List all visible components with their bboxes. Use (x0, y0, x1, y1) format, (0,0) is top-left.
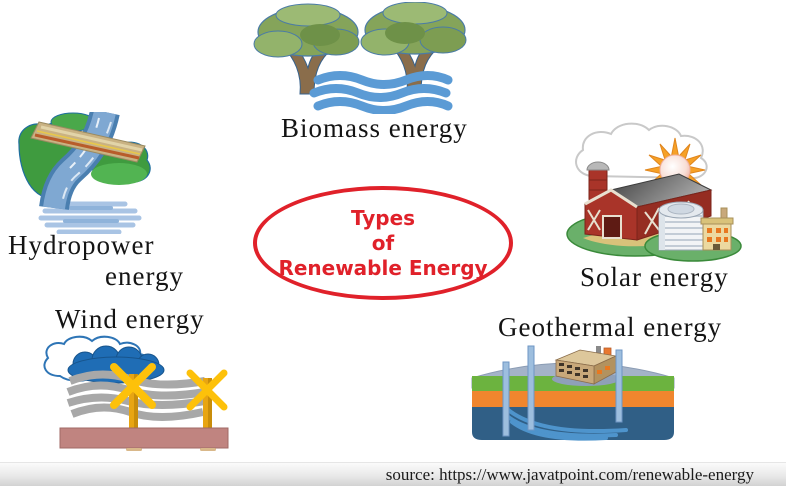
hydropower-label-line1: Hydropower (8, 230, 155, 260)
geothermal-plant-icon (471, 345, 675, 441)
biomass-label: Biomass energy (281, 113, 468, 143)
solar-farm-icon (566, 122, 742, 262)
turbine-icon (186, 369, 228, 430)
source-text: source: https://www.javatpoint.com/renew… (385, 464, 754, 484)
hydropower-label: Hydropower energy (8, 230, 188, 292)
solar-label: Solar energy (580, 262, 729, 292)
title-line-3: Renewable Energy (278, 256, 488, 280)
water-waves-icon (309, 71, 453, 114)
hydropower-dam-icon (18, 112, 151, 234)
factory-icon (552, 346, 620, 386)
hydropower-label-line2: energy (105, 261, 184, 291)
geothermal-label: Geothermal energy (498, 312, 723, 342)
title-line-2: of (371, 231, 395, 255)
ground-bar (59, 427, 229, 449)
center-title-oval: Types of Renewable Energy (253, 186, 513, 300)
turbine-icon (110, 363, 156, 430)
wind-turbines-icon (43, 335, 229, 451)
geo-flow-arcs (504, 406, 628, 441)
wind-label: Wind energy (55, 304, 205, 334)
footer-bar: source: https://www.javatpoint.com/renew… (0, 462, 786, 486)
small-building-icon (700, 207, 734, 251)
title-line-1: Types (350, 206, 416, 230)
tower-building-icon (658, 201, 704, 251)
biomass-trees-icon (253, 2, 467, 114)
geo-pipes (502, 345, 623, 437)
